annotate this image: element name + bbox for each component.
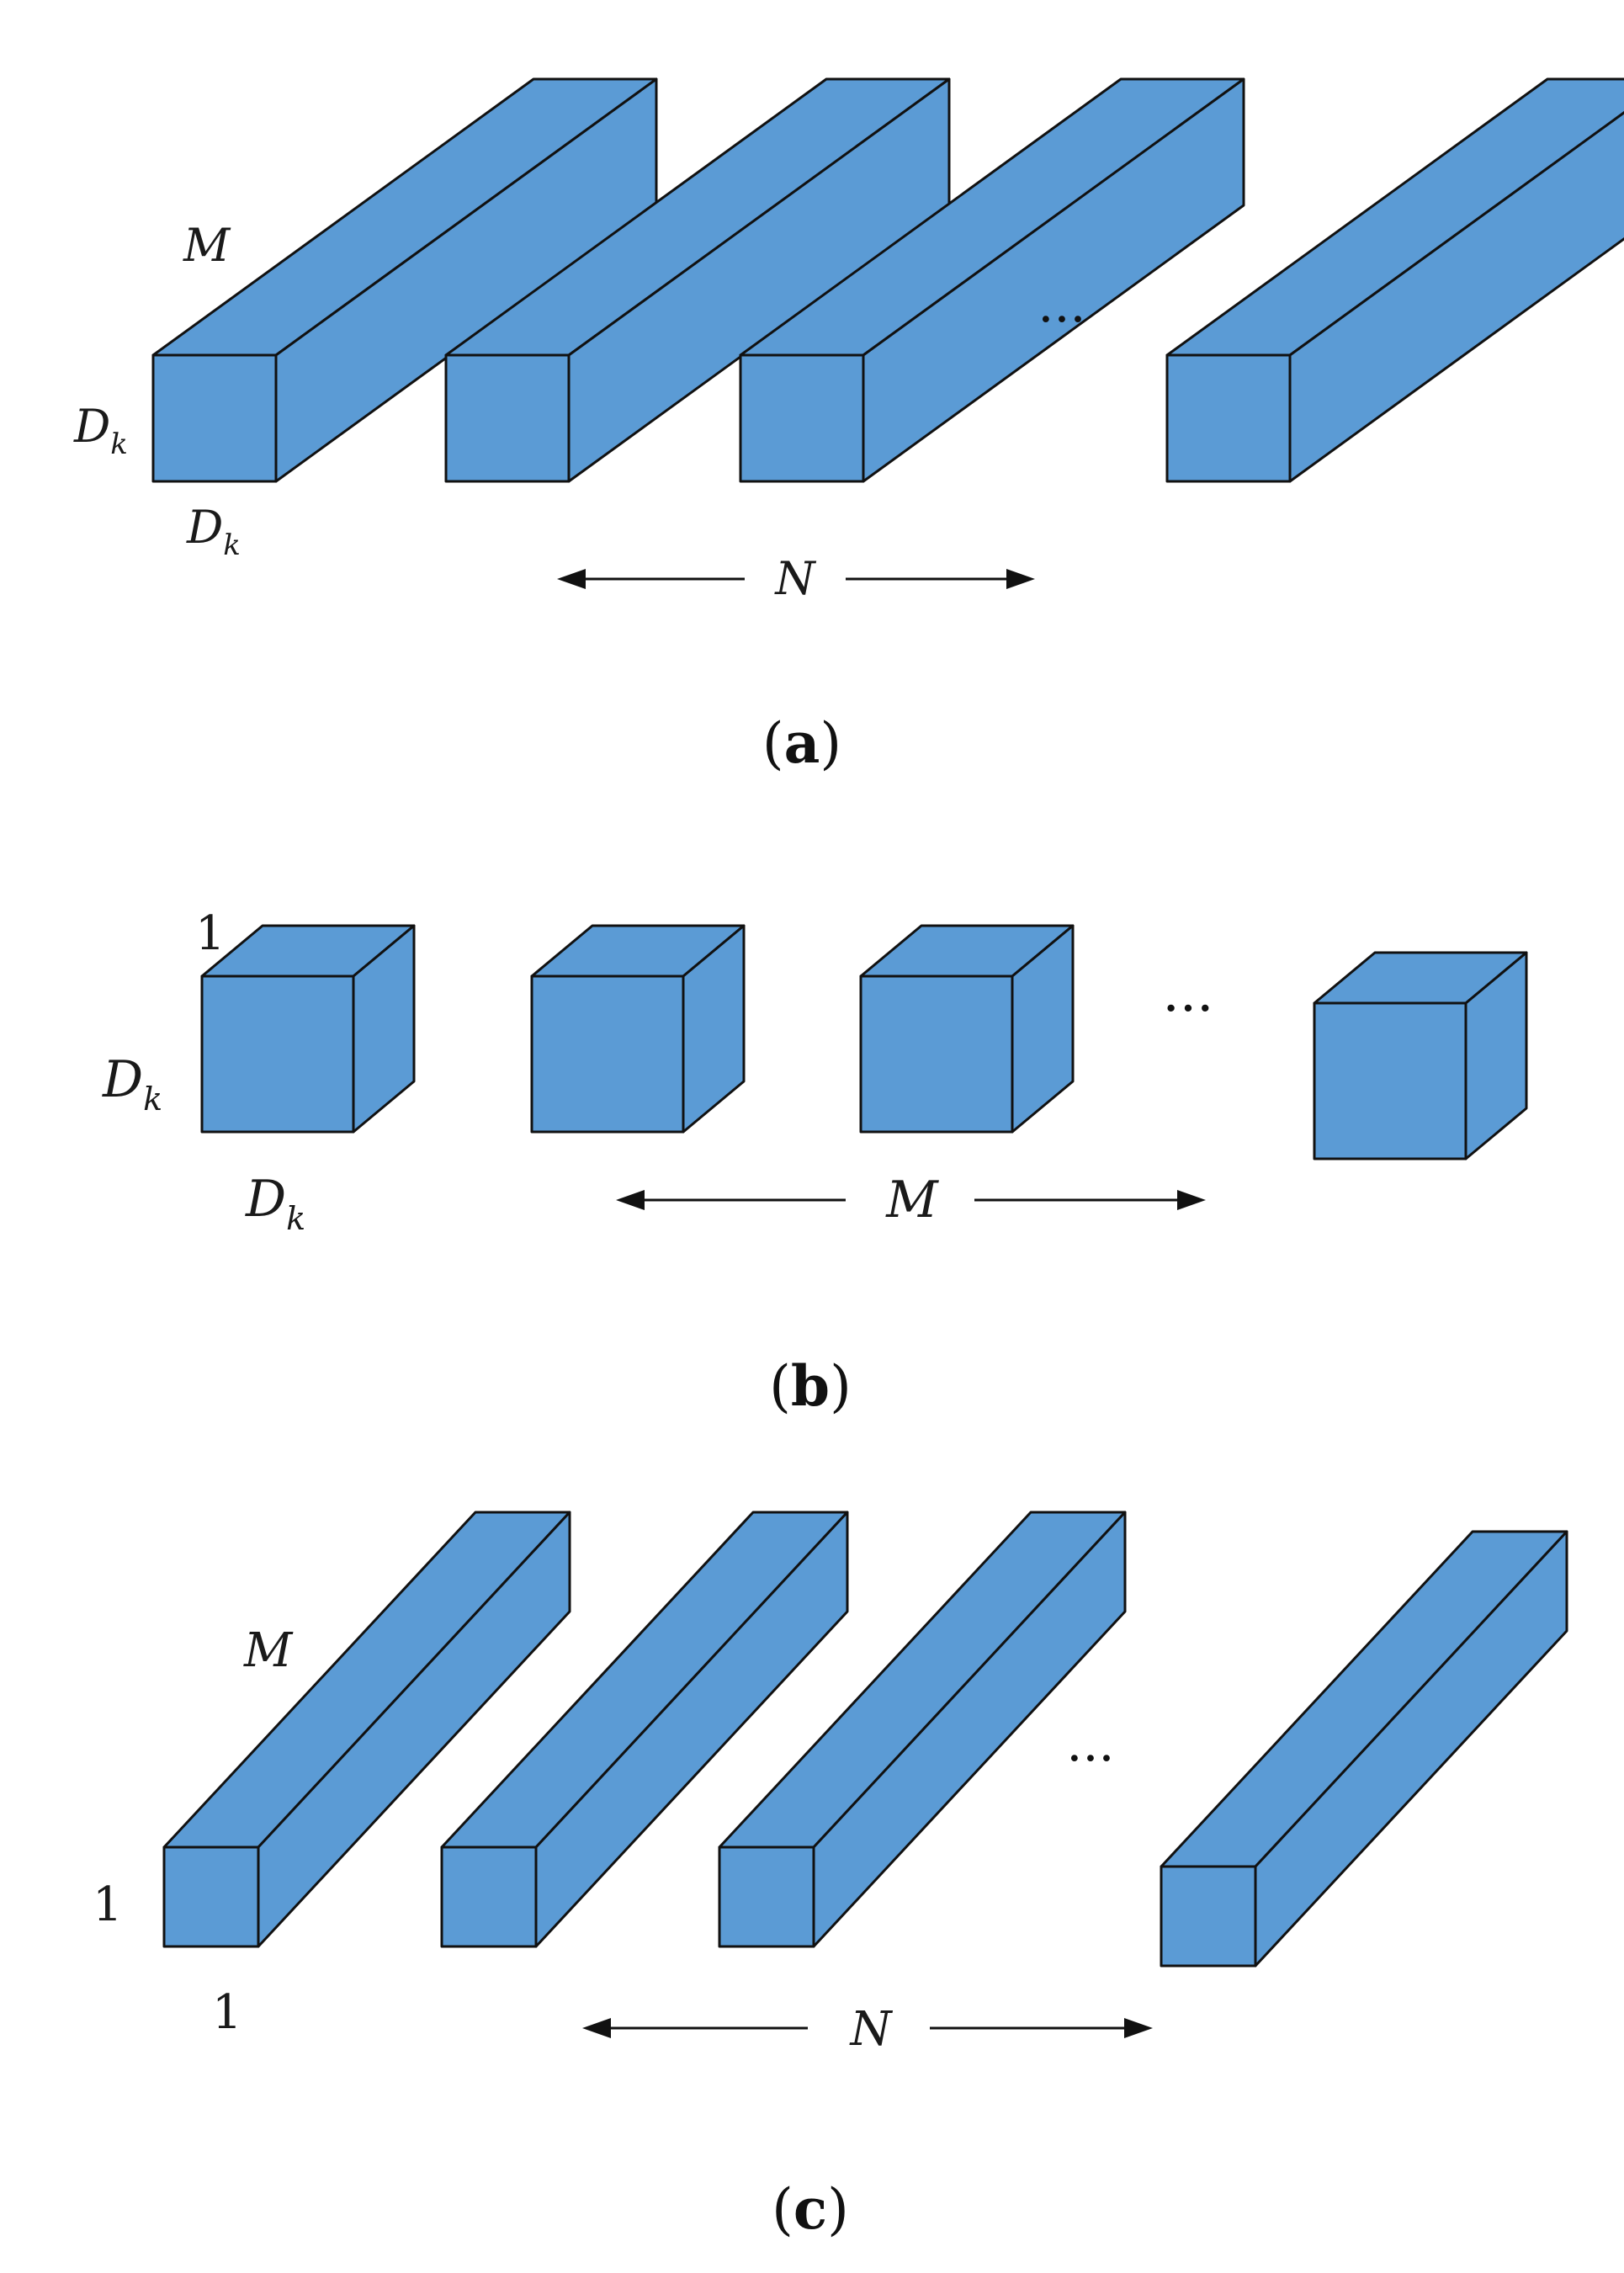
- panel-c-depth-label: M: [243, 1623, 294, 1678]
- panel-a-ellipsis: ···: [1038, 290, 1085, 349]
- panel-a-box-4-front-face: [1165, 353, 1292, 483]
- panel-c-count-label: N: [849, 2002, 894, 2057]
- panel-a-width-label: Dk: [186, 501, 241, 562]
- panel-a-box-1-front-face: [151, 353, 278, 483]
- panel-b-box-2-front-face: [530, 975, 685, 1134]
- panel-c-ellipsis: ···: [1066, 1729, 1114, 1788]
- panel-a-count-arrow: N: [557, 552, 1035, 605]
- panel-b-box-4-front-face: [1313, 1001, 1467, 1160]
- panel-a-depth-label: M: [183, 219, 231, 272]
- panel-b: 1 Dk Dk ··· M (b): [102, 906, 1528, 1419]
- panel-a-height-label: Dk: [73, 400, 128, 461]
- panel-b-caption: (b): [769, 1353, 852, 1419]
- panel-a-count-label: N: [773, 552, 816, 605]
- panel-c-box-2: [440, 1511, 849, 1948]
- panel-c-width-label: 1: [212, 1985, 242, 2040]
- panel-c-box-3-front-face: [718, 1845, 815, 1948]
- panel-b-width-label: Dk: [245, 1170, 305, 1237]
- panel-c-height-label: 1: [93, 1877, 123, 1932]
- panel-b-box-1-front-face: [200, 975, 355, 1134]
- panel-b-count-label: M: [885, 1171, 939, 1229]
- panel-b-box-2: [530, 924, 746, 1134]
- panel-b-count-arrow: M: [616, 1171, 1206, 1229]
- panel-b-box-4: [1313, 951, 1528, 1160]
- panel-c: M 1 1 ··· N (c): [93, 1511, 1568, 2242]
- panel-c-box-1-front-face: [162, 1845, 260, 1948]
- panel-b-box-3-front-face: [859, 975, 1014, 1134]
- panel-c-box-2-front-face: [440, 1845, 538, 1948]
- panel-b-depth-label: 1: [195, 906, 226, 961]
- panel-a-box-3: [739, 77, 1245, 483]
- panel-a-caption: (a): [762, 710, 841, 776]
- panel-a-box-3-front-face: [739, 353, 865, 483]
- panel-c-box-1: [162, 1511, 571, 1948]
- panel-b-height-label: Dk: [102, 1050, 162, 1118]
- panel-c-box-3: [718, 1511, 1127, 1948]
- panel-c-box-4: [1160, 1530, 1568, 1968]
- panel-b-box-1: [200, 924, 416, 1134]
- panel-a-box-2-front-face: [444, 353, 571, 483]
- panel-c-box-4-front-face: [1160, 1865, 1257, 1968]
- panel-b-ellipsis: ···: [1162, 978, 1213, 1040]
- panel-a-box-1: [151, 77, 658, 483]
- panel-c-count-arrow: N: [582, 2002, 1153, 2057]
- panel-a-box-4: [1165, 77, 1624, 483]
- panel-a: M Dk Dk ··· N (a): [73, 77, 1624, 776]
- panel-b-box-3: [859, 924, 1075, 1134]
- panel-c-caption: (c): [772, 2176, 849, 2242]
